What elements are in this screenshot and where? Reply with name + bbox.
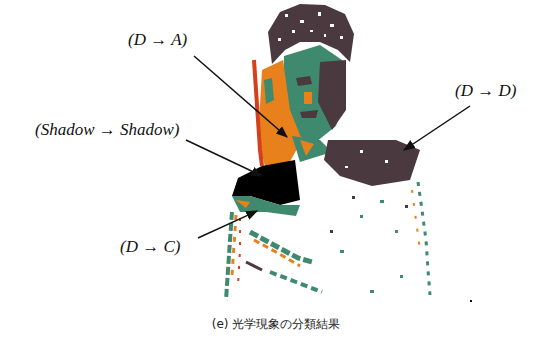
callout-label: (D → A) xyxy=(128,31,187,50)
callout-label: (Shadow → Shadow) xyxy=(35,121,180,140)
figure-caption: (e) 光学現象の分類結果 xyxy=(212,317,341,331)
callout-label: (D → D) xyxy=(455,82,516,101)
callout-label: (D → C) xyxy=(120,238,180,257)
